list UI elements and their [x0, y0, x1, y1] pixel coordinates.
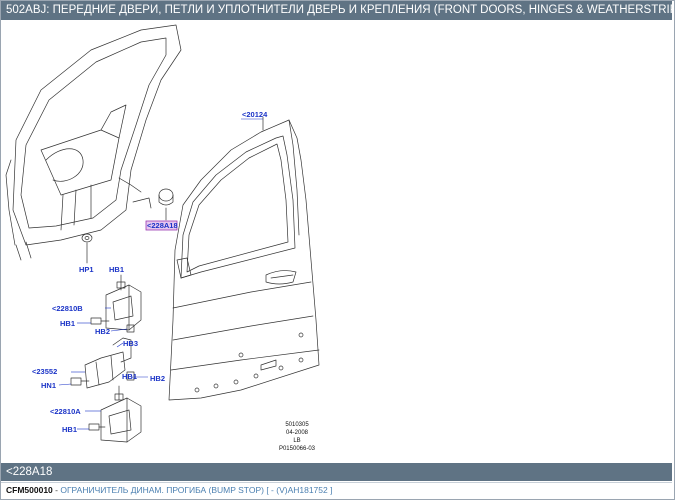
- reference-code: LB: [293, 438, 300, 444]
- body-aperture-drawing: [5, 24, 182, 261]
- front-door-drawing: [168, 116, 320, 401]
- callout-hn1[interactable]: HN1: [41, 381, 56, 390]
- callout-hb1-top[interactable]: HB1: [109, 265, 124, 274]
- callout-hb1-low[interactable]: HB1: [122, 372, 137, 381]
- callout-selection-highlight: [145, 220, 178, 231]
- callout-hb2-low[interactable]: HB2: [150, 374, 165, 383]
- callout-checkstrap[interactable]: <23552: [32, 367, 57, 376]
- part-separator: -: [52, 485, 61, 495]
- callout-hb1-mid[interactable]: HB1: [60, 319, 75, 328]
- page-title: 502ABJ: ПЕРЕДНИЕ ДВЕРИ, ПЕТЛИ И УПЛОТНИТ…: [1, 1, 672, 20]
- lower-hinge-part: [88, 385, 142, 443]
- hp1-plug-part: [81, 233, 93, 264]
- reference-illustration-id: P0150066-03: [279, 446, 316, 452]
- parts-diagram: <20124 <228A18 HP1 HB1 <22810B HB1 HB2 H…: [5, 24, 320, 452]
- callout-door[interactable]: <20124: [242, 110, 268, 119]
- part-row[interactable]: CFM500010 - ОГРАНИЧИТЕЛЬ ДИНАМ. ПРОГИБА …: [1, 482, 672, 497]
- callout-hp1[interactable]: HP1: [79, 265, 94, 274]
- check-strap-part: [70, 337, 135, 389]
- upper-hinge-part: [90, 274, 142, 333]
- callout-hinge-upper[interactable]: <22810B: [52, 304, 83, 313]
- callout-hb1-bottom[interactable]: HB1: [62, 425, 77, 434]
- callout-hinge-lower[interactable]: <22810A: [50, 407, 81, 416]
- part-code: CFM500010: [6, 485, 53, 495]
- section-header: <228A18: [1, 463, 672, 481]
- reference-number: 5010305: [285, 422, 309, 428]
- bump-stop-part: [158, 188, 174, 221]
- callout-hb3[interactable]: HB3: [123, 339, 138, 348]
- reference-date: 04-2008: [286, 430, 309, 436]
- part-description-link[interactable]: ОГРАНИЧИТЕЛЬ ДИНАМ. ПРОГИБА (BUMP STOP) …: [60, 485, 333, 495]
- callout-hb2-top[interactable]: HB2: [95, 327, 110, 336]
- callout-bump-stop[interactable]: <228A18: [147, 221, 178, 230]
